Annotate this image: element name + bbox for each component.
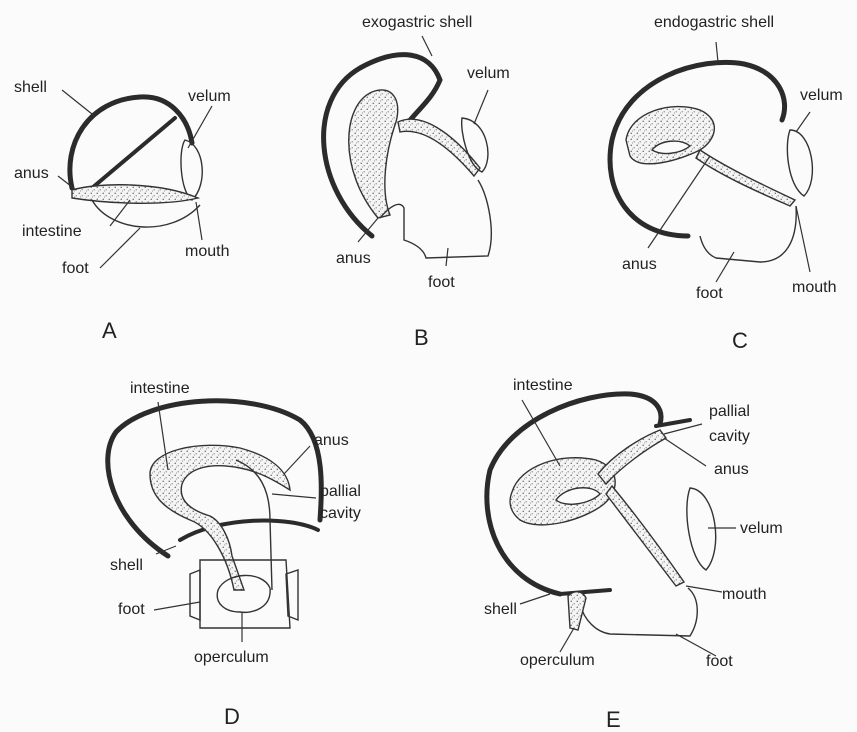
panel-c: endogastric shell velum anus foot mouth … — [610, 14, 843, 353]
panel-e-intestine-to-mouth — [606, 486, 684, 586]
panel-e-operculum-label: operculum — [520, 652, 595, 669]
panel-b-letter: B — [414, 325, 429, 350]
panel-c-intestine-to-mouth — [696, 150, 795, 206]
panel-d: intestine anus pallial cavity shell foot… — [108, 380, 361, 729]
panel-e-pallial2-label: cavity — [709, 428, 750, 445]
panel-d-foot-label: foot — [118, 601, 145, 618]
panel-e-anus-leader — [664, 438, 706, 466]
panel-d-pallial-line — [236, 460, 272, 590]
panel-b-velum-leader — [474, 90, 488, 124]
panel-a-velum-shape — [181, 140, 202, 200]
panel-a-letter: A — [102, 318, 117, 343]
panel-b-velum-label: velum — [467, 65, 510, 82]
panel-c-mouth-label: mouth — [792, 279, 836, 296]
panel-a-shell-label: shell — [14, 79, 47, 96]
panel-e-shell-base — [560, 590, 610, 594]
panel-e-pallial1-label: pallial — [709, 403, 750, 420]
panel-a-intestine-label: intestine — [22, 223, 82, 240]
panel-a-velum-leader — [188, 106, 212, 148]
panel-d-foot-body — [200, 560, 290, 628]
panel-b-title-label: exogastric shell — [362, 14, 472, 31]
panel-d-anus-leader — [284, 446, 310, 474]
panel-c-mouth-leader — [796, 206, 810, 272]
panel-b-visceral-mass — [349, 90, 398, 218]
panel-e-operculum-shape — [568, 592, 586, 630]
panel-d-intestine-label: intestine — [130, 380, 190, 397]
panel-b-anus-leader — [358, 218, 378, 242]
panel-b-anus-label: anus — [336, 250, 371, 267]
panel-e-intestine-label: intestine — [513, 377, 573, 394]
panel-d-pallial-leader — [272, 494, 316, 498]
panel-d-foot-left-lobe — [190, 570, 200, 620]
panel-d-anus-label: anus — [314, 432, 349, 449]
panel-c-foot-leader — [716, 252, 734, 282]
panel-c-velum-label: velum — [800, 87, 843, 104]
panel-a-shell-leader — [62, 90, 92, 114]
panel-e-foot-outline — [580, 588, 697, 636]
panel-e-letter: E — [606, 707, 621, 732]
panel-e-shell-label: shell — [484, 601, 517, 618]
panel-a-intestine-shape — [72, 185, 198, 204]
panel-b-foot-label: foot — [428, 274, 455, 291]
panel-e-foot-label: foot — [706, 653, 733, 670]
panel-a-mouth-label: mouth — [185, 243, 229, 260]
panel-a-shell-septum — [92, 118, 175, 188]
panel-d-operculum-shape — [217, 575, 270, 612]
panel-e-mouth-label: mouth — [722, 586, 766, 603]
panel-b-shell-leader — [422, 36, 432, 56]
panel-d-pallial2-label: cavity — [320, 505, 361, 522]
panel-e: intestine pallial cavity anus velum mout… — [484, 377, 783, 732]
panel-c-foot-label: foot — [696, 285, 723, 302]
panel-d-pallial1-label: pallial — [320, 483, 361, 500]
panel-a-anus-label: anus — [14, 165, 49, 182]
panel-b-intestine-shape — [398, 119, 480, 176]
panel-c-title-label: endogastric shell — [654, 14, 774, 31]
panel-b: exogastric shell velum anus foot B — [324, 14, 510, 350]
panel-e-intestine-loop — [510, 458, 615, 525]
panel-a-foot-leader — [100, 228, 140, 268]
panel-a-foot-outline — [92, 200, 200, 227]
panel-a-velum-label: velum — [188, 88, 231, 105]
panel-a-mouth-leader — [196, 202, 202, 240]
panel-e-velum-label: velum — [740, 520, 783, 537]
panel-e-operculum-leader — [560, 628, 574, 652]
panel-c-shell-leader — [716, 42, 718, 62]
panel-e-shell-leader — [520, 594, 550, 604]
panel-e-intestine-to-anus — [598, 430, 666, 484]
panel-d-operculum-label: operculum — [194, 649, 269, 666]
panel-c-foot-outline — [700, 206, 796, 262]
panel-c-velum-leader — [796, 112, 810, 132]
panel-b-foot-outline — [380, 180, 491, 258]
panel-d-letter: D — [224, 704, 240, 729]
panel-d-intestine-shape — [150, 445, 290, 590]
panel-e-velum-shape — [687, 488, 716, 570]
panel-c-velum-shape — [787, 130, 812, 196]
panel-e-anus-label: anus — [714, 461, 749, 478]
panel-a-foot-label: foot — [62, 260, 89, 277]
panel-c-anus-label: anus — [622, 256, 657, 273]
panel-d-foot-leader — [154, 602, 200, 610]
panel-c-letter: C — [732, 328, 748, 353]
panel-a: shell velum anus intestine mouth foot A — [14, 79, 231, 343]
panel-d-shell-label: shell — [110, 557, 143, 574]
